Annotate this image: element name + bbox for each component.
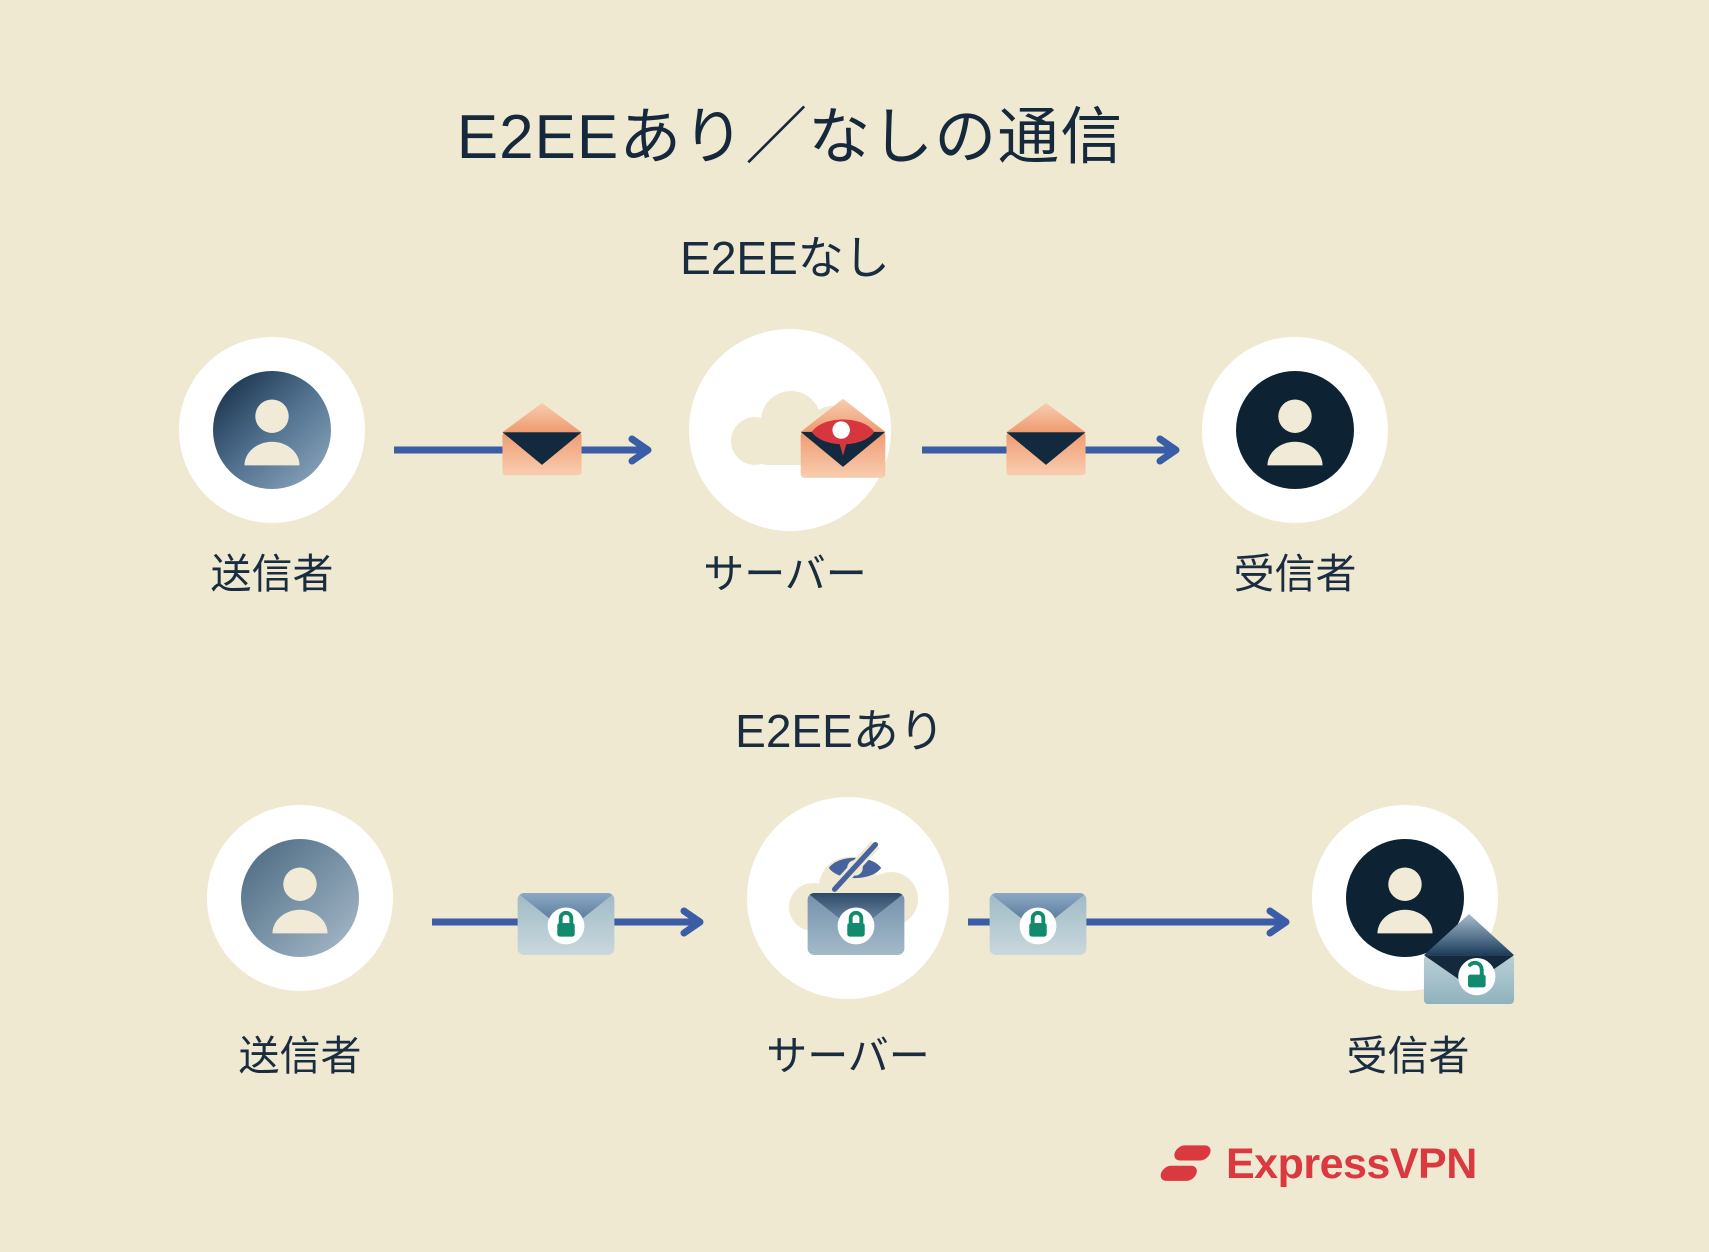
locked-envelope-icon — [517, 893, 615, 955]
server-label: サーバー — [766, 1033, 930, 1079]
server-label: サーバー — [703, 551, 867, 597]
expressvpn-logomark-icon — [1160, 1145, 1211, 1181]
locked-envelope-icon — [807, 893, 905, 955]
sender-label: 送信者 — [210, 551, 334, 597]
lock-icon — [1029, 911, 1047, 937]
sender-avatar-icon — [241, 839, 359, 957]
receiver-avatar-icon — [1236, 371, 1354, 489]
lock-icon — [557, 911, 575, 937]
sender-node — [207, 805, 393, 991]
sender-node — [179, 337, 365, 523]
sender-avatar-icon — [213, 371, 331, 489]
receiver-avatar-icon — [1346, 839, 1464, 957]
open-envelope-icon — [502, 402, 582, 476]
locked-envelope-icon — [989, 893, 1087, 955]
expressvpn-logo: ExpressVPN — [1150, 1136, 1477, 1192]
server-node — [689, 329, 891, 531]
receiver-node — [1312, 805, 1498, 991]
server-node — [747, 797, 949, 999]
section-heading-without-e2ee: E2EEなし — [680, 232, 890, 284]
unlock-icon — [1468, 960, 1486, 988]
open-envelope-icon — [1006, 402, 1086, 476]
lock-icon — [847, 911, 865, 937]
eye-slash-icon — [828, 841, 882, 893]
section-heading-with-e2ee: E2EEあり — [735, 705, 945, 757]
envelope-eye-icon — [800, 398, 886, 478]
receiver-label: 受信者 — [1346, 1033, 1470, 1079]
unlocked-envelope-icon — [1423, 913, 1515, 1005]
receiver-label: 受信者 — [1233, 551, 1357, 597]
page-title: E2EEあり／なしの通信 — [456, 103, 1124, 172]
sender-label: 送信者 — [238, 1033, 362, 1079]
receiver-node — [1202, 337, 1388, 523]
expressvpn-wordmark: ExpressVPN — [1226, 1139, 1477, 1188]
